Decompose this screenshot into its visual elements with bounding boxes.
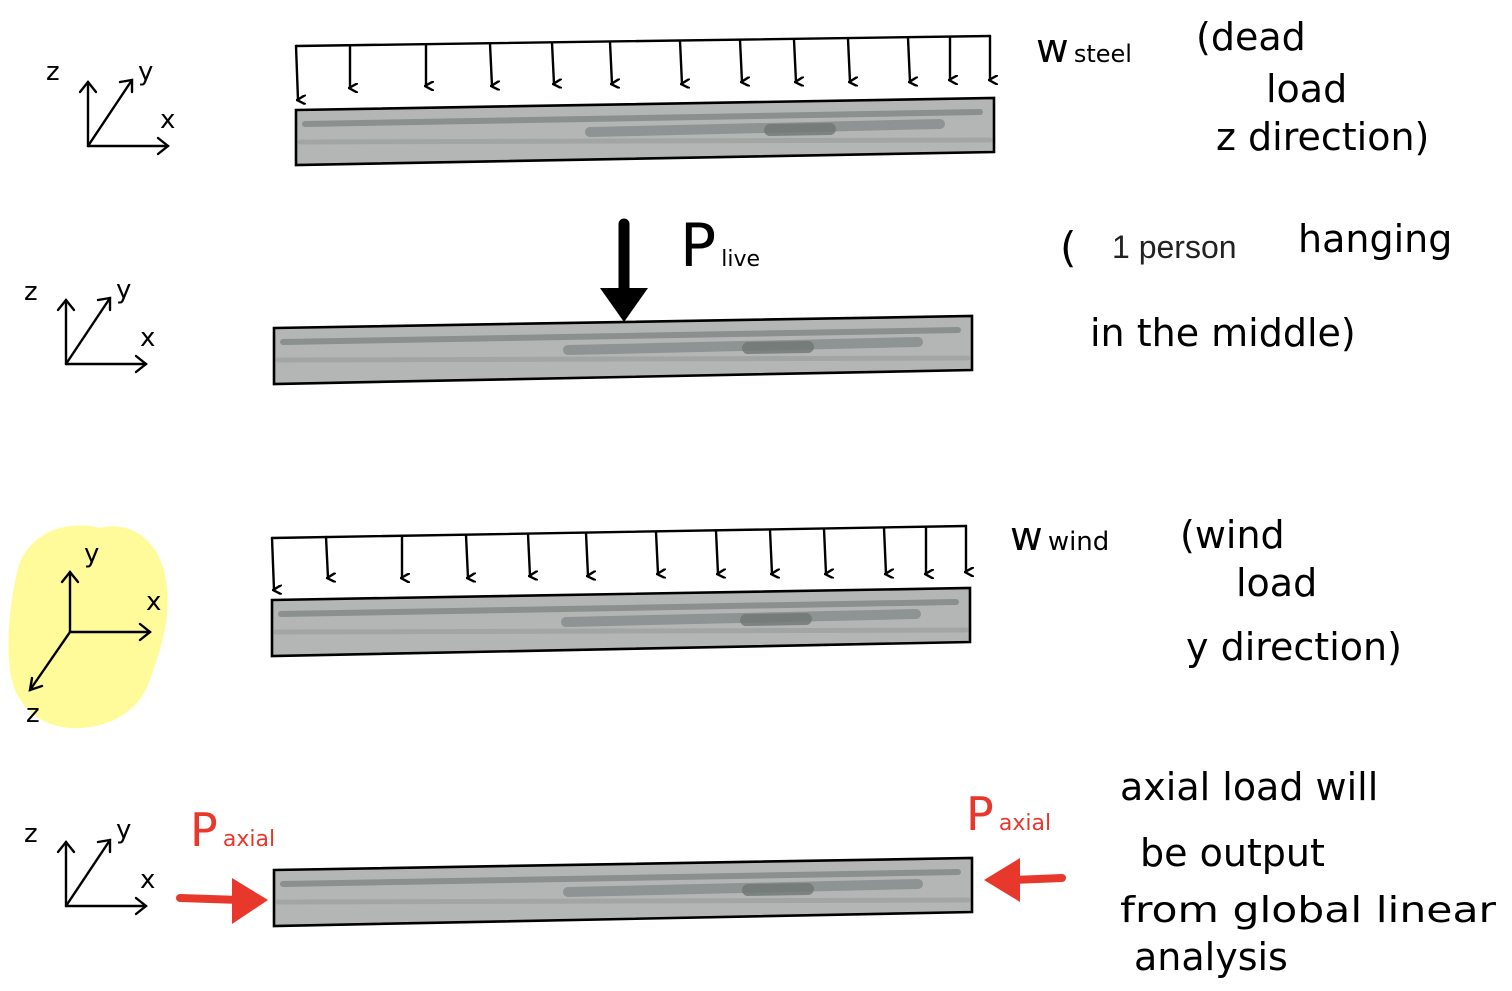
axis-label-z: z bbox=[24, 819, 38, 849]
note-line-3: from global linear bbox=[1120, 890, 1496, 931]
beam-3 bbox=[270, 586, 972, 658]
w-symbol: w bbox=[1036, 26, 1069, 72]
p-symbol: P bbox=[190, 803, 218, 857]
axis-label-z: z bbox=[46, 57, 60, 87]
p-symbol: P bbox=[680, 211, 716, 281]
axis-triad-2 bbox=[56, 296, 148, 374]
axis-label-y: y bbox=[116, 275, 131, 305]
note-open-paren: ( bbox=[1060, 223, 1076, 272]
note-line-3: y direction) bbox=[1186, 625, 1402, 669]
beam-1 bbox=[294, 96, 996, 167]
distributed-load-wind bbox=[270, 524, 966, 590]
axis-label-x: x bbox=[146, 587, 161, 617]
axis-label-x: x bbox=[160, 105, 175, 135]
point-load-live bbox=[600, 218, 648, 322]
note-line-1: (wind bbox=[1180, 513, 1285, 557]
axis-label-z: z bbox=[24, 277, 38, 307]
distributed-load-steel bbox=[294, 34, 990, 100]
note-line-1: axial load will bbox=[1120, 765, 1378, 809]
panel-dead-load: z y x w steel bbox=[46, 15, 1429, 167]
load-label-w-wind: w wind bbox=[1010, 514, 1109, 560]
note-line-2: be output bbox=[1140, 831, 1325, 875]
axis-label-z: z bbox=[26, 699, 40, 729]
w-subscript: wind bbox=[1048, 527, 1109, 557]
axis-label-x: x bbox=[140, 323, 155, 353]
note-typed-text: 1 person bbox=[1112, 229, 1237, 265]
axis-label-y: y bbox=[116, 815, 131, 845]
note-line-4: analysis bbox=[1134, 935, 1288, 979]
axis-triad-1 bbox=[78, 78, 170, 156]
load-label-w-steel: w steel bbox=[1036, 26, 1132, 72]
note-line-1: (dead bbox=[1196, 15, 1306, 59]
axial-arrow-left bbox=[176, 878, 268, 924]
panel-axial-load: z y x P axial P axial axial load will be… bbox=[24, 765, 1496, 979]
highlight-marker bbox=[8, 525, 168, 729]
p-subscript: live bbox=[721, 247, 760, 272]
axis-triad-4 bbox=[56, 838, 148, 916]
note-hand-text: hanging bbox=[1298, 217, 1452, 261]
beam-4 bbox=[272, 856, 974, 928]
p-subscript: axial bbox=[223, 827, 275, 852]
w-subscript: steel bbox=[1074, 40, 1132, 68]
load-label-p-live: P live bbox=[680, 211, 760, 281]
note-line-3: z direction) bbox=[1216, 115, 1429, 159]
axis-triad-3 bbox=[28, 570, 152, 692]
note-line-2: in the middle) bbox=[1090, 311, 1356, 355]
w-symbol: w bbox=[1010, 514, 1043, 560]
load-label-p-axial-left: P axial bbox=[190, 803, 275, 857]
p-symbol: P bbox=[966, 787, 994, 841]
load-label-p-axial-right: P axial bbox=[966, 787, 1051, 841]
panel-live-load: z y x P live ( 1 person hanging in the m… bbox=[24, 211, 1452, 386]
beam-2 bbox=[272, 314, 974, 386]
panel-wind-load: y x z w wind bbox=[8, 513, 1402, 729]
axis-label-y: y bbox=[138, 57, 153, 87]
note-line-2: load bbox=[1236, 561, 1317, 605]
p-subscript: axial bbox=[999, 811, 1051, 836]
axis-label-x: x bbox=[140, 865, 155, 895]
axis-label-y: y bbox=[84, 539, 99, 569]
note-line-2: load bbox=[1266, 67, 1347, 111]
axial-arrow-right bbox=[984, 858, 1066, 902]
